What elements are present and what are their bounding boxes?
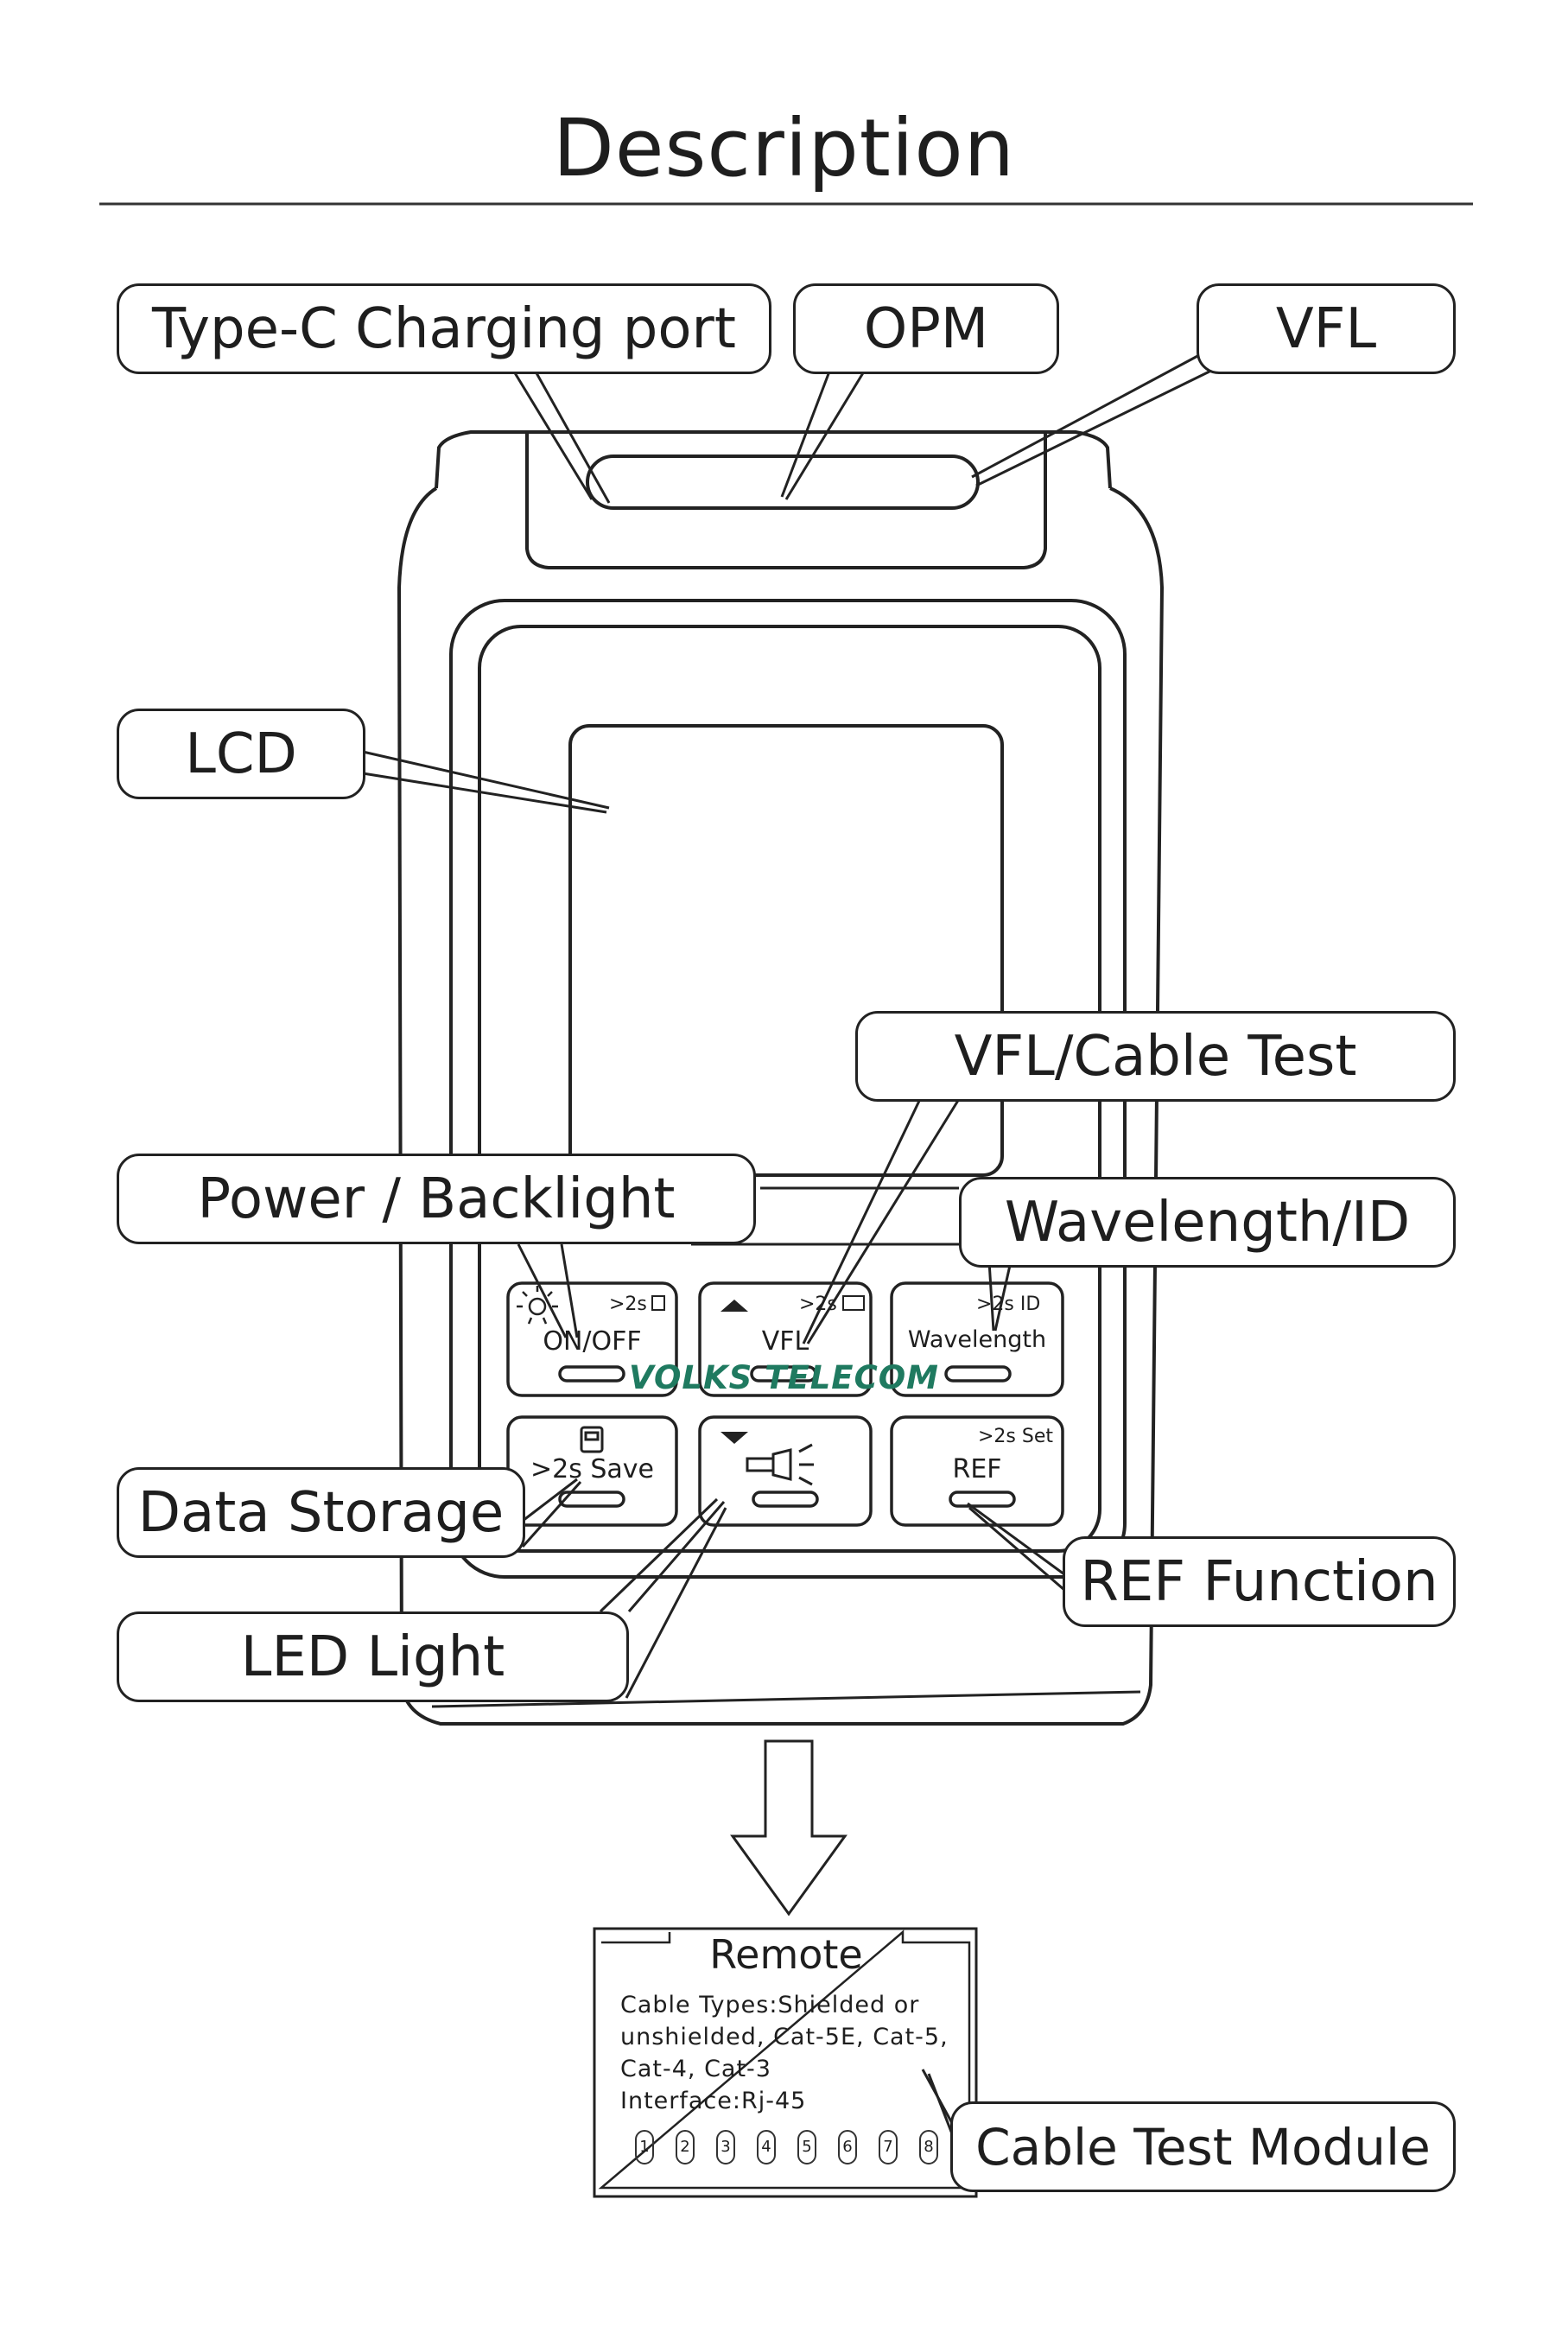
device-bottom-edge <box>431 1690 1141 1708</box>
callout-vfl: VFL <box>1197 283 1456 374</box>
rj45-pin: 7 <box>879 2130 898 2164</box>
rj45-pin: 5 <box>797 2130 816 2164</box>
rj45-pin: 6 <box>838 2130 857 2164</box>
remote-line: Cat-4, Cat-3 <box>620 2056 771 2082</box>
callout-data-storage: Data Storage <box>117 1467 525 1558</box>
button-led-shape <box>698 1415 873 1527</box>
save-label: >2s Save <box>530 1454 655 1484</box>
onoff-label: ON/OFF <box>543 1326 642 1357</box>
button-wavelength-shape <box>890 1281 1064 1397</box>
wavelength-label: Wavelength <box>907 1326 1047 1353</box>
callout-opm: OPM <box>793 283 1059 374</box>
page-title: Description <box>553 102 1015 194</box>
remote-title: Remote <box>709 1931 863 1978</box>
remote-module-outer <box>593 1927 978 2198</box>
callout-led-light: LED Light <box>117 1611 629 1702</box>
button-vfl-shape <box>698 1281 873 1397</box>
ref-label: REF <box>952 1454 1002 1484</box>
device-body <box>397 486 1165 1726</box>
onoff-hint: >2s <box>609 1294 647 1315</box>
brand-watermark: VOLKS TELECOM <box>628 1359 939 1396</box>
remote-line: unshielded, Cat-5E, Cat-5, <box>620 2024 949 2050</box>
lcd-screen <box>568 724 1004 1177</box>
hint-square-icon <box>651 1295 865 1311</box>
up-arrow-icon <box>721 1300 748 1312</box>
device-top-cap <box>435 430 1112 489</box>
storage-icon <box>580 1426 604 1453</box>
callout-lcd: LCD <box>117 709 365 799</box>
callout-wavelength-id: Wavelength/ID <box>959 1177 1456 1268</box>
remote-line: Interface:Rj-45 <box>620 2088 807 2114</box>
rj45-pin: 8 <box>919 2130 938 2164</box>
top-port-slot <box>586 455 980 510</box>
vfl-label: VFL <box>761 1326 809 1357</box>
callout-power-backlight: Power / Backlight <box>117 1154 756 1244</box>
button-onoff-shape <box>506 1281 678 1397</box>
device-top-block <box>525 432 1047 569</box>
ref-hint: >2s Set <box>978 1426 1054 1447</box>
vfl-hint: >2s <box>799 1294 837 1315</box>
rj45-pin: 1 <box>635 2130 654 2164</box>
callout-vfl-cable-test: VFL/Cable Test <box>855 1011 1456 1102</box>
wavelength-hint: >2s ID <box>976 1294 1041 1315</box>
rj45-pin: 3 <box>716 2130 735 2164</box>
backlight-icon <box>517 1286 558 1325</box>
callout-type-c-charging-port: Type-C Charging port <box>117 283 771 374</box>
flashlight-icon <box>746 1443 814 1486</box>
callout-ref-function: REF Function <box>1063 1536 1456 1627</box>
rj45-pin: 2 <box>676 2130 695 2164</box>
rj45-pin: 4 <box>757 2130 776 2164</box>
remote-module-inner <box>598 1929 971 2190</box>
down-arrow-icon <box>721 1432 748 1444</box>
callout-cable-test-module: Cable Test Module <box>950 2101 1456 2192</box>
down-arrow-hollow-icon <box>730 1739 847 1917</box>
remote-line: Cable Types:Shielded or <box>620 1992 920 2018</box>
button-ref-shape <box>890 1415 1064 1527</box>
